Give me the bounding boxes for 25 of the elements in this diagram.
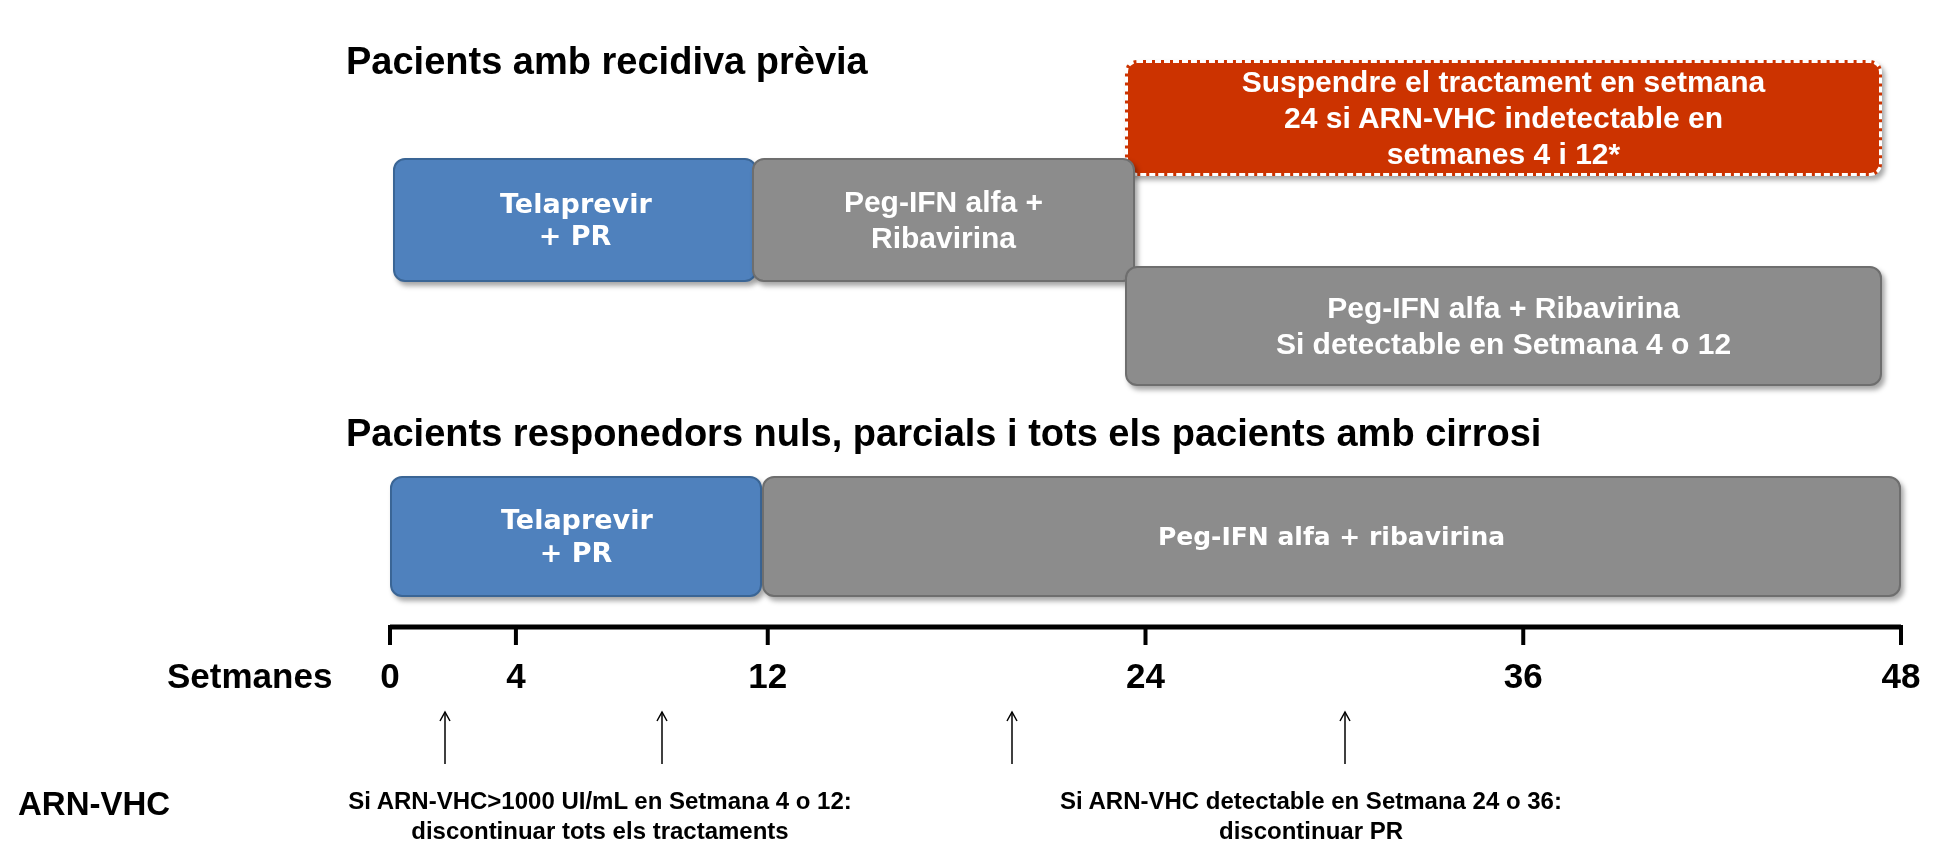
bar-label: Peg-IFN alfa + Ribavirina <box>1327 290 1680 326</box>
treatment-bar <box>390 476 762 597</box>
row-label: ARN-VHC <box>18 785 171 823</box>
treatment-bar <box>752 158 1135 282</box>
section-heading: Pacients responedors nuls, parcials i tots els pacients amb cirrosi <box>346 412 1542 455</box>
tick-label: 36 <box>1503 656 1543 696</box>
tick-label: 24 <box>1126 656 1165 696</box>
treatment-bar <box>393 158 757 282</box>
tick-label: 12 <box>748 656 788 696</box>
bar-label: Peg-IFN alfa + Ribavirina <box>842 184 1045 256</box>
note-box <box>1125 60 1882 176</box>
section-heading: Pacients amb recidiva prèvia <box>346 40 868 83</box>
note-text: Si ARN-VHC detectable en Setmana 24 o 36: discontinuar PR <box>1059 786 1563 846</box>
bar-label: Peg-IFN alfa + ribavirina <box>1157 521 1506 552</box>
tick-label: 48 <box>1881 656 1921 696</box>
tick-label: 4 <box>506 656 526 696</box>
axis-title: Setmanes <box>167 656 333 696</box>
bar-label: Suspendre el tractament en setmana 24 si ARN-VHC indetectable en setmanes 4 i 12* <box>1240 64 1767 172</box>
treatment-bar <box>762 476 1901 597</box>
bar-label: Telaprevir + PR <box>500 187 650 253</box>
tick-label: 0 <box>380 656 400 696</box>
note-text: Si ARN-VHC>1000 UI/mL en Setmana 4 o 12: discontinuar tots els tractaments <box>347 786 853 846</box>
bar-label: Telaprevir + PR <box>501 504 651 569</box>
treatment-bar <box>1125 266 1882 386</box>
bar-label: Si detectable en Setmana 4 o 12 <box>1275 326 1732 362</box>
